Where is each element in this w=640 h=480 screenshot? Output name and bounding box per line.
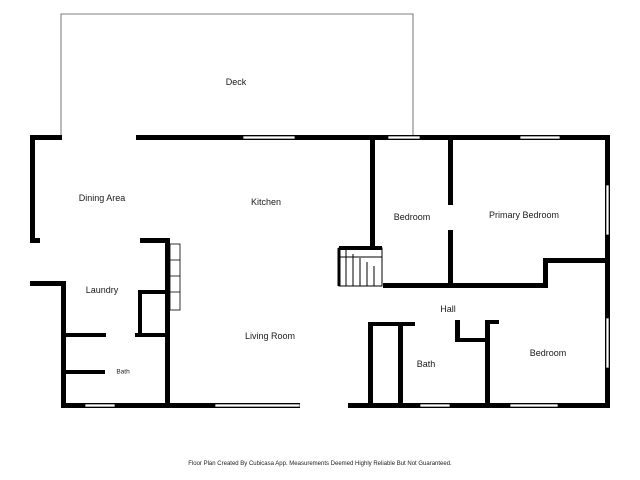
room-label-living-room: Living Room xyxy=(244,331,296,341)
room-label-primary-bedroom: Primary Bedroom xyxy=(488,210,560,220)
room-label-bath: Bath xyxy=(416,359,436,369)
deck-outline xyxy=(60,13,414,138)
exterior-walls xyxy=(30,135,610,408)
room-label-bedroom-2: Bedroom xyxy=(529,348,567,358)
room-label-hall: Hall xyxy=(440,304,456,314)
stairs xyxy=(337,246,383,287)
room-label-kitchen: Kitchen xyxy=(250,197,282,207)
room-label-laundry: Laundry xyxy=(85,285,119,295)
room-label-bath-small: Bath xyxy=(116,368,130,376)
footer-disclaimer: Floor Plan Created By Cubicasa App. Meas… xyxy=(188,461,452,467)
room-label-deck: Deck xyxy=(225,77,247,87)
openings xyxy=(29,134,348,409)
room-label-bedroom: Bedroom xyxy=(393,212,431,222)
room-label-dining-area: Dining Area xyxy=(78,193,126,203)
interior-walls xyxy=(30,135,610,408)
windows xyxy=(84,135,610,408)
laundry-shelf xyxy=(169,243,181,311)
